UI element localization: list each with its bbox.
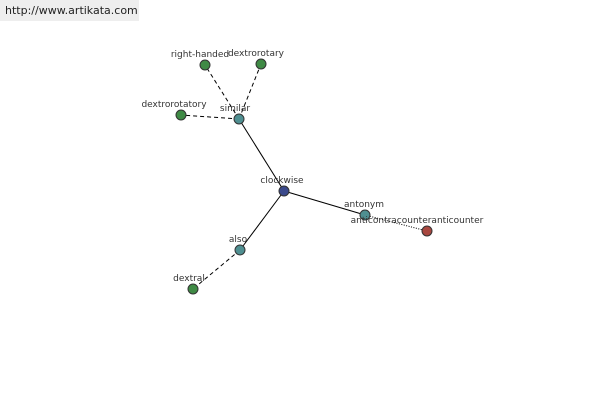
- node-right-handed[interactable]: [199, 59, 211, 71]
- node-label-anticounter: anticontracounteranticounter: [351, 216, 484, 226]
- edge-clockwise-to-similar: [238, 118, 285, 192]
- node-similar[interactable]: [233, 113, 245, 125]
- edge-also-to-dextral: [192, 249, 241, 290]
- node-label-antonym: antonym: [344, 200, 384, 210]
- site-url-banner[interactable]: http://www.artikata.com: [0, 0, 139, 21]
- edge-similar-to-right-handed: [204, 64, 240, 120]
- edges-layer: [180, 63, 428, 290]
- edge-similar-to-dextrorotary: [238, 63, 262, 120]
- nodes-layer: [175, 58, 433, 295]
- node-clockwise[interactable]: [278, 185, 290, 197]
- node-label-dextrorotary: dextrorotary: [228, 49, 285, 59]
- edge-clockwise-to-antonym: [283, 190, 366, 216]
- node-label-dextral: dextral: [173, 274, 205, 284]
- labels-layer: clockwisesimilarantonymalsoright-handedd…: [141, 49, 483, 284]
- node-label-clockwise: clockwise: [260, 176, 304, 186]
- node-antonym[interactable]: [359, 209, 371, 221]
- node-dextral[interactable]: [187, 283, 199, 295]
- edge-clockwise-to-also: [239, 190, 285, 251]
- edge-similar-to-dextrorotatory: [180, 114, 240, 120]
- node-label-right-handed: right-handed: [171, 50, 229, 60]
- node-label-similar: similar: [220, 104, 250, 114]
- node-dextrorotary[interactable]: [255, 58, 267, 70]
- node-anticounter[interactable]: [421, 225, 433, 237]
- node-dextrorotatory[interactable]: [175, 109, 187, 121]
- node-label-dextrorotatory: dextrorotatory: [141, 100, 207, 110]
- edge-antonym-to-anticounter: [364, 214, 428, 232]
- node-label-also: also: [229, 235, 248, 245]
- node-also[interactable]: [234, 244, 246, 256]
